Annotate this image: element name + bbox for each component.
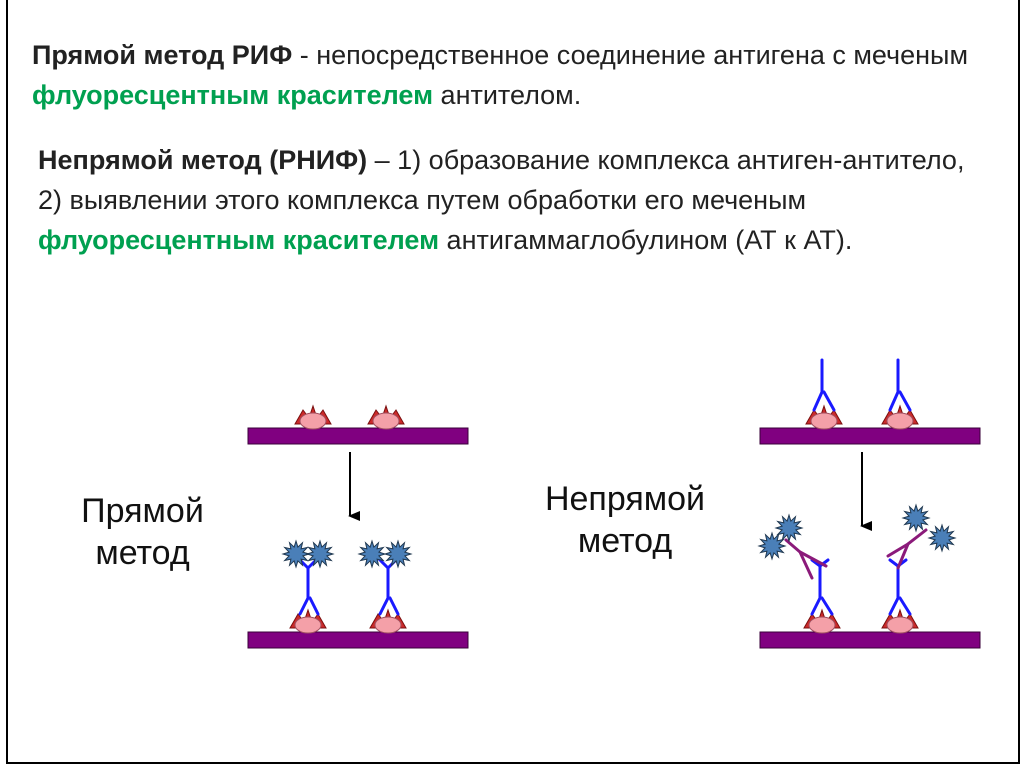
indirect-method-label: Непрямой метод bbox=[544, 480, 706, 560]
fluorescent-dye-term: флуоресцентным красителем bbox=[32, 80, 434, 110]
indirect-bottom-antigen-2-body bbox=[886, 616, 914, 634]
direct-antibody-1-right bbox=[308, 596, 320, 616]
indirect-top-antibody-2-a bbox=[888, 358, 900, 412]
direct-bottom-antigen-1 bbox=[289, 608, 327, 634]
indirect-bottom-antibody-1-b bbox=[820, 596, 834, 616]
indirect-bottom-antibody-2-c bbox=[888, 558, 900, 568]
indirect-top-antigen-2-body bbox=[886, 412, 914, 430]
indirect-top-plate bbox=[759, 427, 981, 445]
indirect-bottom-antibody-2 bbox=[888, 558, 912, 616]
direct-bottom-antigen-2 bbox=[369, 608, 407, 634]
direct-fluor-1b bbox=[305, 539, 335, 569]
indirect-top-antibody-2 bbox=[888, 358, 912, 412]
indirect-bottom-antibody-2-a bbox=[888, 564, 900, 616]
indirect-top-antibody-2-b bbox=[898, 390, 912, 412]
indirect-top-antigen-2 bbox=[881, 404, 919, 430]
indirect-top-antibody-1-b bbox=[822, 390, 836, 412]
indirect-bottom-plate bbox=[759, 631, 981, 649]
direct-bottom-antigen-2-body bbox=[374, 616, 402, 634]
direct-method-description: Прямой метод РИФ - непосредственное соед… bbox=[32, 35, 992, 115]
direct-top-plate bbox=[247, 427, 469, 445]
anti-antibody-left-b bbox=[798, 550, 828, 568]
indirect-top-antigen-1-body bbox=[810, 412, 838, 430]
anti-antibody-left-a bbox=[784, 538, 814, 580]
anti-antibody-right bbox=[886, 528, 928, 570]
indirect-bottom-antigen-1 bbox=[803, 608, 841, 634]
indirect-bottom-antigen-1-body bbox=[808, 616, 836, 634]
direct-top-antigen-1 bbox=[294, 404, 332, 430]
indirect-top-antibody-1-a bbox=[812, 358, 824, 412]
direct-fluor-2b bbox=[383, 539, 413, 569]
indirect-method-title: Непрямой метод (РНИФ) bbox=[38, 145, 368, 175]
direct-bottom-plate bbox=[247, 631, 469, 649]
indirect-method-text-end: антигаммаглобулином (АТ к АТ). bbox=[439, 225, 853, 255]
anti-antibody-right-b bbox=[886, 542, 910, 558]
direct-top-antigen-1-body bbox=[299, 412, 327, 430]
direct-antibody-2 bbox=[376, 556, 400, 616]
indirect-bottom-antibody-2-b bbox=[898, 596, 912, 616]
anti-antibody-left bbox=[784, 538, 828, 580]
direct-top-antigen-2-body bbox=[372, 412, 400, 430]
direct-method-text-end: антителом. bbox=[433, 80, 582, 110]
slide-frame bbox=[6, 0, 1020, 764]
indirect-method-text: – 1) образование комплекса антиген-антит… bbox=[38, 145, 965, 215]
direct-method-label: Прямой метод bbox=[81, 492, 204, 572]
direct-top-antigen-2 bbox=[367, 404, 405, 430]
direct-antibody-2-left bbox=[378, 566, 390, 616]
indirect-bottom-antibody-1-c bbox=[810, 558, 822, 568]
indirect-fluor-2a bbox=[901, 503, 931, 533]
direct-antibody-2-right bbox=[388, 596, 400, 616]
indirect-fluor-2b bbox=[927, 523, 957, 553]
direct-fluor-2a bbox=[357, 539, 387, 569]
fluorescent-dye-term-2: флуоресцентным красителем bbox=[38, 225, 440, 255]
direct-fluor-1a bbox=[281, 539, 311, 569]
indirect-bottom-antibody-1 bbox=[810, 558, 834, 616]
direct-bottom-antigen-1-body bbox=[294, 616, 322, 634]
direct-antibody-1 bbox=[296, 556, 320, 616]
indirect-method-description: Непрямой метод (РНИФ) – 1) образование к… bbox=[38, 140, 988, 260]
indirect-fluor-1b bbox=[757, 531, 787, 561]
direct-method-title: Прямой метод РИФ bbox=[32, 40, 293, 70]
direct-method-text: - непосредственное соединение антигена с… bbox=[292, 40, 969, 70]
indirect-bottom-antigen-2 bbox=[881, 608, 919, 634]
indirect-top-antibody-1 bbox=[812, 358, 836, 412]
indirect-bottom-antibody-1-a bbox=[810, 564, 822, 616]
indirect-top-antigen-1 bbox=[805, 404, 843, 430]
direct-antibody-1-left bbox=[298, 566, 310, 616]
indirect-fluor-1a bbox=[774, 513, 804, 543]
